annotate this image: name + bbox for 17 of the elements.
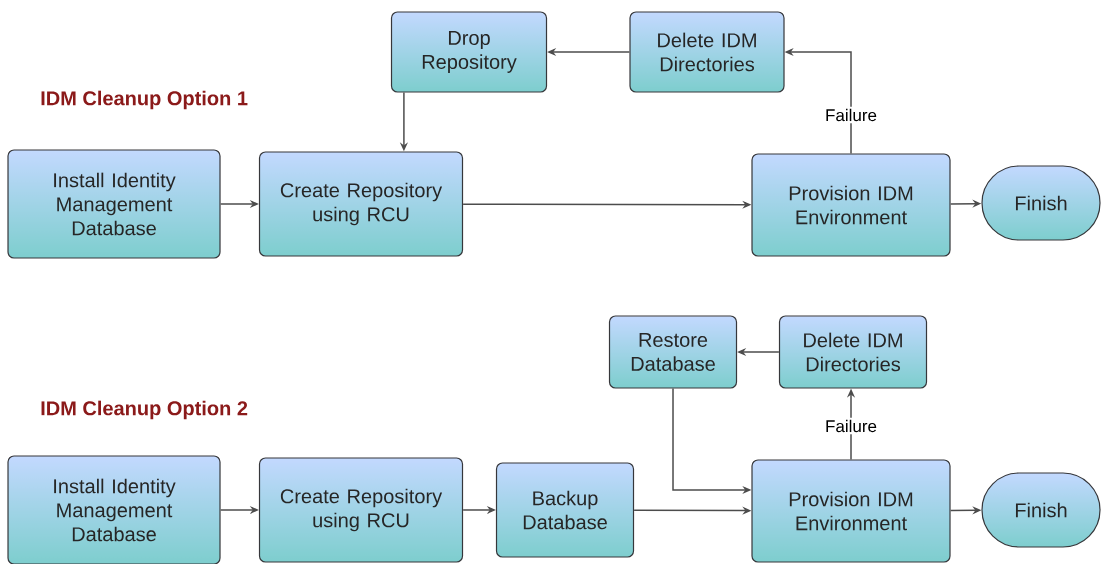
terminal-box: Finish — [981, 472, 1101, 548]
process-box: Install Identity Management Database — [7, 455, 221, 564]
process-box: Restore Database — [608, 315, 738, 389]
section-heading: IDM Cleanup Option 1 — [41, 90, 248, 110]
process-box: Delete IDM Directories — [778, 315, 928, 389]
process-box: Drop Repository — [390, 11, 548, 93]
process-box: Install Identity Management Database — [7, 149, 221, 259]
edge-label: Failure — [823, 417, 879, 435]
process-box: Provision IDM Environment — [751, 459, 951, 563]
process-box: Backup Database — [495, 462, 635, 558]
edge-label: Failure — [823, 106, 879, 124]
process-box: Create Repository using RCU — [258, 457, 464, 563]
terminal-box: Finish — [981, 165, 1101, 241]
process-box: Create Repository using RCU — [258, 151, 464, 257]
process-box: Provision IDM Environment — [751, 153, 951, 257]
process-box: Delete IDM Directories — [629, 11, 785, 93]
section-heading: IDM Cleanup Option 2 — [41, 400, 248, 420]
